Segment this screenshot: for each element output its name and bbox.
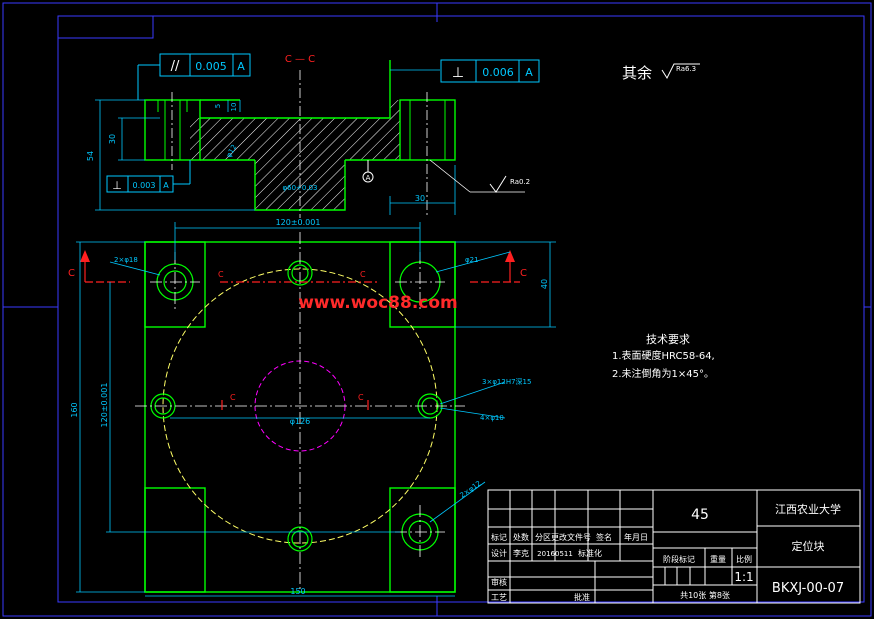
tb-review-label: 审核 <box>491 577 507 587</box>
dim-width-total: 150 <box>290 587 305 596</box>
tolerance-parallel: // 0.005 A <box>137 53 251 100</box>
plan-view: C C C C C C 120±0.001 150 <box>68 218 556 597</box>
remainder-roughness: 其余 Ra6.3 <box>622 63 700 82</box>
section-dimensions <box>95 69 456 215</box>
tolerance-perp-left-value: 0.003 <box>133 181 156 190</box>
tb-part-name: 定位块 <box>792 539 825 553</box>
tb-school: 江西农业大学 <box>775 502 841 516</box>
dim-corner-hole: 2×φ18 <box>114 256 138 264</box>
tb-process-label: 工艺 <box>491 593 507 602</box>
tb-header-mark: 标记 <box>491 532 507 542</box>
dim-right-height: 40 <box>540 279 549 289</box>
tb-header-zone: 分区 <box>535 533 551 542</box>
dim-top-small2: 5 <box>214 104 222 108</box>
cut-mark-top-right: C <box>360 270 366 279</box>
dim-side-hole2: 4×φ10 <box>480 414 504 422</box>
tolerance-parallel-value: 0.005 <box>195 60 227 73</box>
dim-hole-spacing-x: 120±0.001 <box>276 218 321 227</box>
tolerance-perp-left-datum: A <box>163 181 169 190</box>
tb-standard-label: 标准化 <box>578 548 602 558</box>
surface-roughness-mark: Ra0.2 <box>429 159 530 193</box>
datum-label: A <box>366 174 371 182</box>
tb-weight-label: 重量 <box>710 554 726 564</box>
cut-mark-right: C <box>520 268 527 279</box>
dim-overall-height: 54 <box>86 151 95 161</box>
cut-mark-left: C <box>68 268 75 279</box>
remainder-roughness-value: Ra6.3 <box>676 65 696 73</box>
cut-mark-inner-left: C <box>230 393 236 402</box>
tb-header-change: 更改文件号 <box>551 532 591 542</box>
title-block: 标记 处数 分区 更改文件号 签名 年月日 设计 李克 20160511 标准化… <box>487 489 861 604</box>
tb-designer-label: 设计 <box>491 548 507 558</box>
tb-material: 45 <box>691 507 709 523</box>
cut-mark-inner-right: C <box>358 393 364 402</box>
dim-hole-spacing-y: 120±0.001 <box>100 383 109 428</box>
section-hatch <box>160 100 400 210</box>
tb-designer-name: 李克 <box>513 548 529 558</box>
tb-scale-value: 1:1 <box>734 570 753 584</box>
dim-bore-dia: φ60+0.03 <box>283 184 318 192</box>
dim-center-dia: φ126 <box>290 417 311 426</box>
tb-header-sign: 签名 <box>596 532 612 542</box>
tb-drawing-no: BKXJ-00-07 <box>772 581 844 596</box>
tolerance-perpendicular-top: ⊥ 0.006 A <box>440 59 540 83</box>
section-label: C — C <box>285 54 315 65</box>
section-view: C — C <box>86 53 540 218</box>
tech-line-2: 2.未注倒角为1×45°。 <box>612 367 714 380</box>
dim-step-height: 30 <box>108 134 117 144</box>
tb-scale-label: 比例 <box>736 554 752 564</box>
plan-outline <box>144 241 456 593</box>
tolerance-perp-top-value: 0.006 <box>482 66 514 79</box>
tb-approve-label: 批准 <box>574 592 590 602</box>
tech-requirements: 技术要求 1.表面硬度HRC58-64, 2.未注倒角为1×45°。 <box>612 333 715 380</box>
remainder-text: 其余 <box>622 64 652 82</box>
dim-corner-hole-large: φ21 <box>465 256 479 264</box>
plan-dimensions <box>76 222 556 597</box>
section-outline <box>144 60 456 211</box>
tb-sheets: 共10张 第8张 <box>680 590 730 600</box>
dim-side-hole: 3×φ12H7深15 <box>482 377 531 386</box>
dim-width-30: 30 <box>415 194 425 203</box>
cutting-plane <box>84 262 520 410</box>
dim-bottom-hole: 2×φ12 <box>459 479 483 499</box>
tolerance-parallel-symbol: // <box>171 59 180 74</box>
watermark: www.woc88.com <box>298 293 458 313</box>
tech-title: 技术要求 <box>646 333 690 346</box>
tb-designer-date: 20160511 <box>537 550 573 558</box>
tb-header-date: 年月日 <box>624 532 648 542</box>
tolerance-perp-top-symbol: ⊥ <box>452 65 464 81</box>
tolerance-perpendicular-left: ⊥ 0.003 A <box>106 160 191 193</box>
datum-mark: A <box>362 160 374 183</box>
cut-mark-top-left: C <box>218 270 224 279</box>
dim-height-total: 160 <box>70 402 79 417</box>
tolerance-parallel-datum: A <box>237 60 245 73</box>
tech-line-1: 1.表面硬度HRC58-64, <box>612 349 715 362</box>
surface-roughness-value: Ra0.2 <box>510 178 530 186</box>
tolerance-perp-top-datum: A <box>525 66 533 79</box>
tolerance-perp-left-symbol: ⊥ <box>112 179 122 192</box>
tb-header-count: 处数 <box>513 532 529 542</box>
dim-top-small: 10 <box>230 103 238 112</box>
tb-stage-label: 阶段标记 <box>663 554 695 564</box>
